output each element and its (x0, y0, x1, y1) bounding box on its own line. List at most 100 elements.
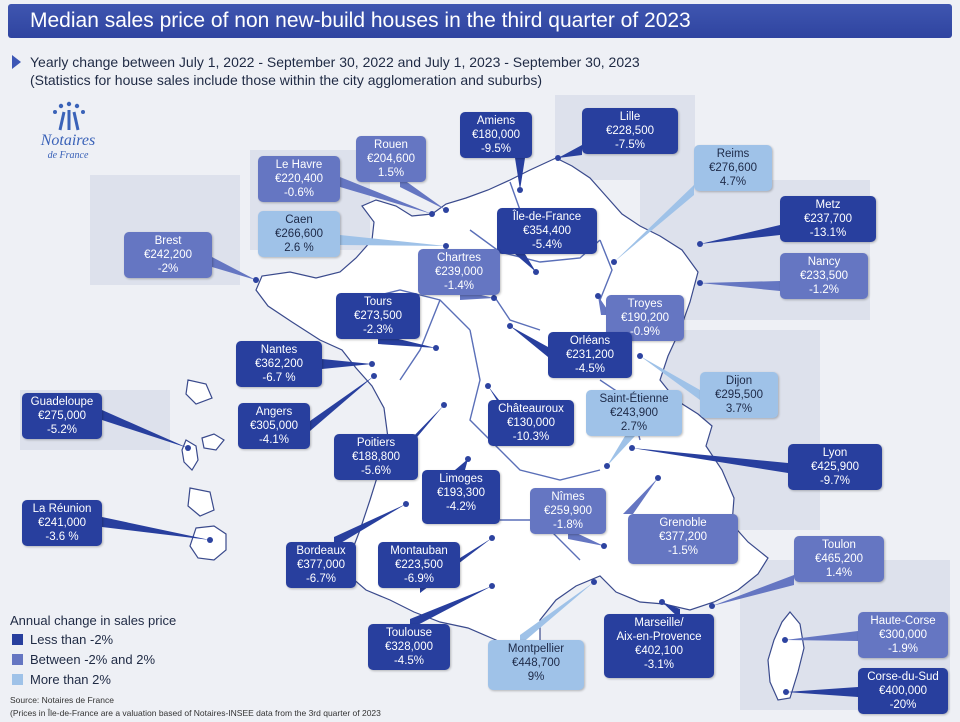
city-pointer (558, 145, 582, 158)
city-label: Poitiers€188,800-5.6% (334, 434, 418, 480)
city-marker (659, 599, 665, 605)
city-change: -13.1% (809, 227, 847, 239)
city-marker (489, 535, 495, 541)
city-label: Lille€228,500-7.5% (582, 108, 678, 154)
city-price: €190,200 (621, 312, 669, 324)
city-price: €354,400 (523, 225, 571, 237)
city-label: Guadeloupe€275,000-5.2% (22, 393, 102, 439)
city-pointer (455, 459, 468, 470)
city-change: -0.6% (283, 187, 315, 199)
city-price: €204,600 (367, 153, 415, 165)
city-label: Corse-du-Sud €400,000 -20% (858, 668, 948, 714)
legend-label: Less than -2% (30, 632, 114, 647)
source-note: Source: Notaires de France (Prices in Îl… (10, 694, 381, 720)
city-label: Bordeaux€377,000-6.7% (286, 542, 356, 588)
city-marker (611, 259, 617, 265)
city-label: Marseille/Aix-en-Provence€402,100-3.1% (604, 614, 714, 678)
city-label: Toulouse€328,000-4.5% (368, 624, 450, 670)
city-name: Saint-Étienne (599, 393, 669, 405)
city-change: 3.7% (725, 403, 753, 415)
city-change: -1.9% (887, 643, 919, 655)
logo-subtitle: de France (47, 150, 89, 161)
reunion-island (189, 525, 227, 561)
city-pointer (520, 582, 594, 645)
city-price: €180,000 (472, 129, 520, 141)
city-change: -4.1% (258, 434, 290, 446)
legend-label: Between -2% and 2% (30, 652, 156, 667)
city-price: €228,500 (606, 125, 654, 137)
city-name: Haute-Corse (870, 615, 936, 627)
city-price: €425,900 (811, 461, 859, 473)
city-pointer (510, 326, 548, 357)
city-name: Amiens (476, 115, 516, 127)
city-name: Châteauroux (498, 403, 564, 415)
city-change: -4.5% (393, 655, 425, 667)
city-marker (441, 402, 447, 408)
city-price: €362,200 (255, 358, 303, 370)
city-price: €231,200 (566, 349, 614, 361)
city-label: Tours€273,500-2.3% (336, 293, 420, 339)
city-label: Nantes€362,200-6.7 % (236, 341, 322, 387)
legend-item-light: More than 2% (10, 670, 176, 690)
city-change: 2.7% (620, 421, 648, 433)
subtitle-line-1: Yearly change between July 1, 2022 - Sep… (30, 54, 640, 70)
city-price: €223,500 (395, 559, 443, 571)
city-pointer (102, 410, 188, 448)
city-label: Angers€305,000-4.1% (238, 403, 310, 449)
legend: Annual change in sales price Less than -… (10, 612, 176, 690)
city-pointer (712, 575, 794, 606)
city-change: -5.2% (46, 424, 78, 436)
city-marker (637, 353, 643, 359)
city-name: Aix-en-Provence (616, 631, 702, 643)
city-change: 2.6 % (284, 242, 314, 254)
city-price: €328,000 (385, 641, 433, 653)
city-marker (709, 603, 715, 609)
city-marker (443, 243, 449, 249)
city-name: La Réunion (32, 503, 92, 515)
city-label: Orléans€231,200-4.5% (548, 332, 632, 378)
city-marker (371, 373, 377, 379)
city-label: Le Havre€220,400-0.6% (258, 156, 340, 202)
city-label: Montauban€223,500-6.9% (378, 542, 460, 588)
city-price: €402,100 (635, 645, 683, 657)
city-price: €266,600 (275, 228, 323, 240)
legend-item-dark: Less than -2% (10, 630, 176, 650)
city-change: -4.2% (445, 501, 477, 513)
city-name: Lille (619, 111, 641, 123)
city-name: Angers (255, 406, 293, 418)
city-change: -9.5% (480, 143, 512, 155)
city-name: Metz (815, 199, 841, 211)
title-bar: Median sales price of non new-build hous… (8, 4, 952, 38)
city-name: Toulon (822, 539, 856, 551)
city-marker (783, 689, 789, 695)
city-marker (533, 269, 539, 275)
city-label: Grenoble€377,200-1.5% (628, 514, 738, 564)
city-pointer (623, 478, 658, 514)
city-name: Limoges (439, 473, 483, 485)
city-name: Corse-du-Sud (867, 671, 939, 683)
city-marker (507, 323, 513, 329)
city-change: -20% (889, 699, 917, 711)
logo-name: Notaires (40, 132, 96, 149)
city-marker (465, 456, 471, 462)
city-name: Reims (716, 148, 750, 160)
city-label: Brest€242,200-2% (124, 232, 212, 278)
city-price: €400,000 (879, 685, 927, 697)
city-pointer (322, 359, 372, 369)
city-label: Île-de-France€354,400-5.4% (497, 208, 597, 254)
city-label: Nîmes€259,900-1.8% (530, 488, 606, 534)
city-change: -2.3% (362, 324, 394, 336)
city-price: €241,000 (38, 517, 86, 529)
city-name: Le Havre (275, 159, 323, 171)
city-pointer (340, 177, 432, 214)
city-marker (697, 241, 703, 247)
city-name: Montauban (390, 545, 448, 557)
city-change: -5.4% (531, 239, 563, 251)
city-label: La Réunion€241,000-3.6 % (22, 500, 102, 546)
city-change: -4.5% (574, 363, 606, 375)
city-marker (604, 463, 610, 469)
city-pointer (400, 177, 446, 210)
